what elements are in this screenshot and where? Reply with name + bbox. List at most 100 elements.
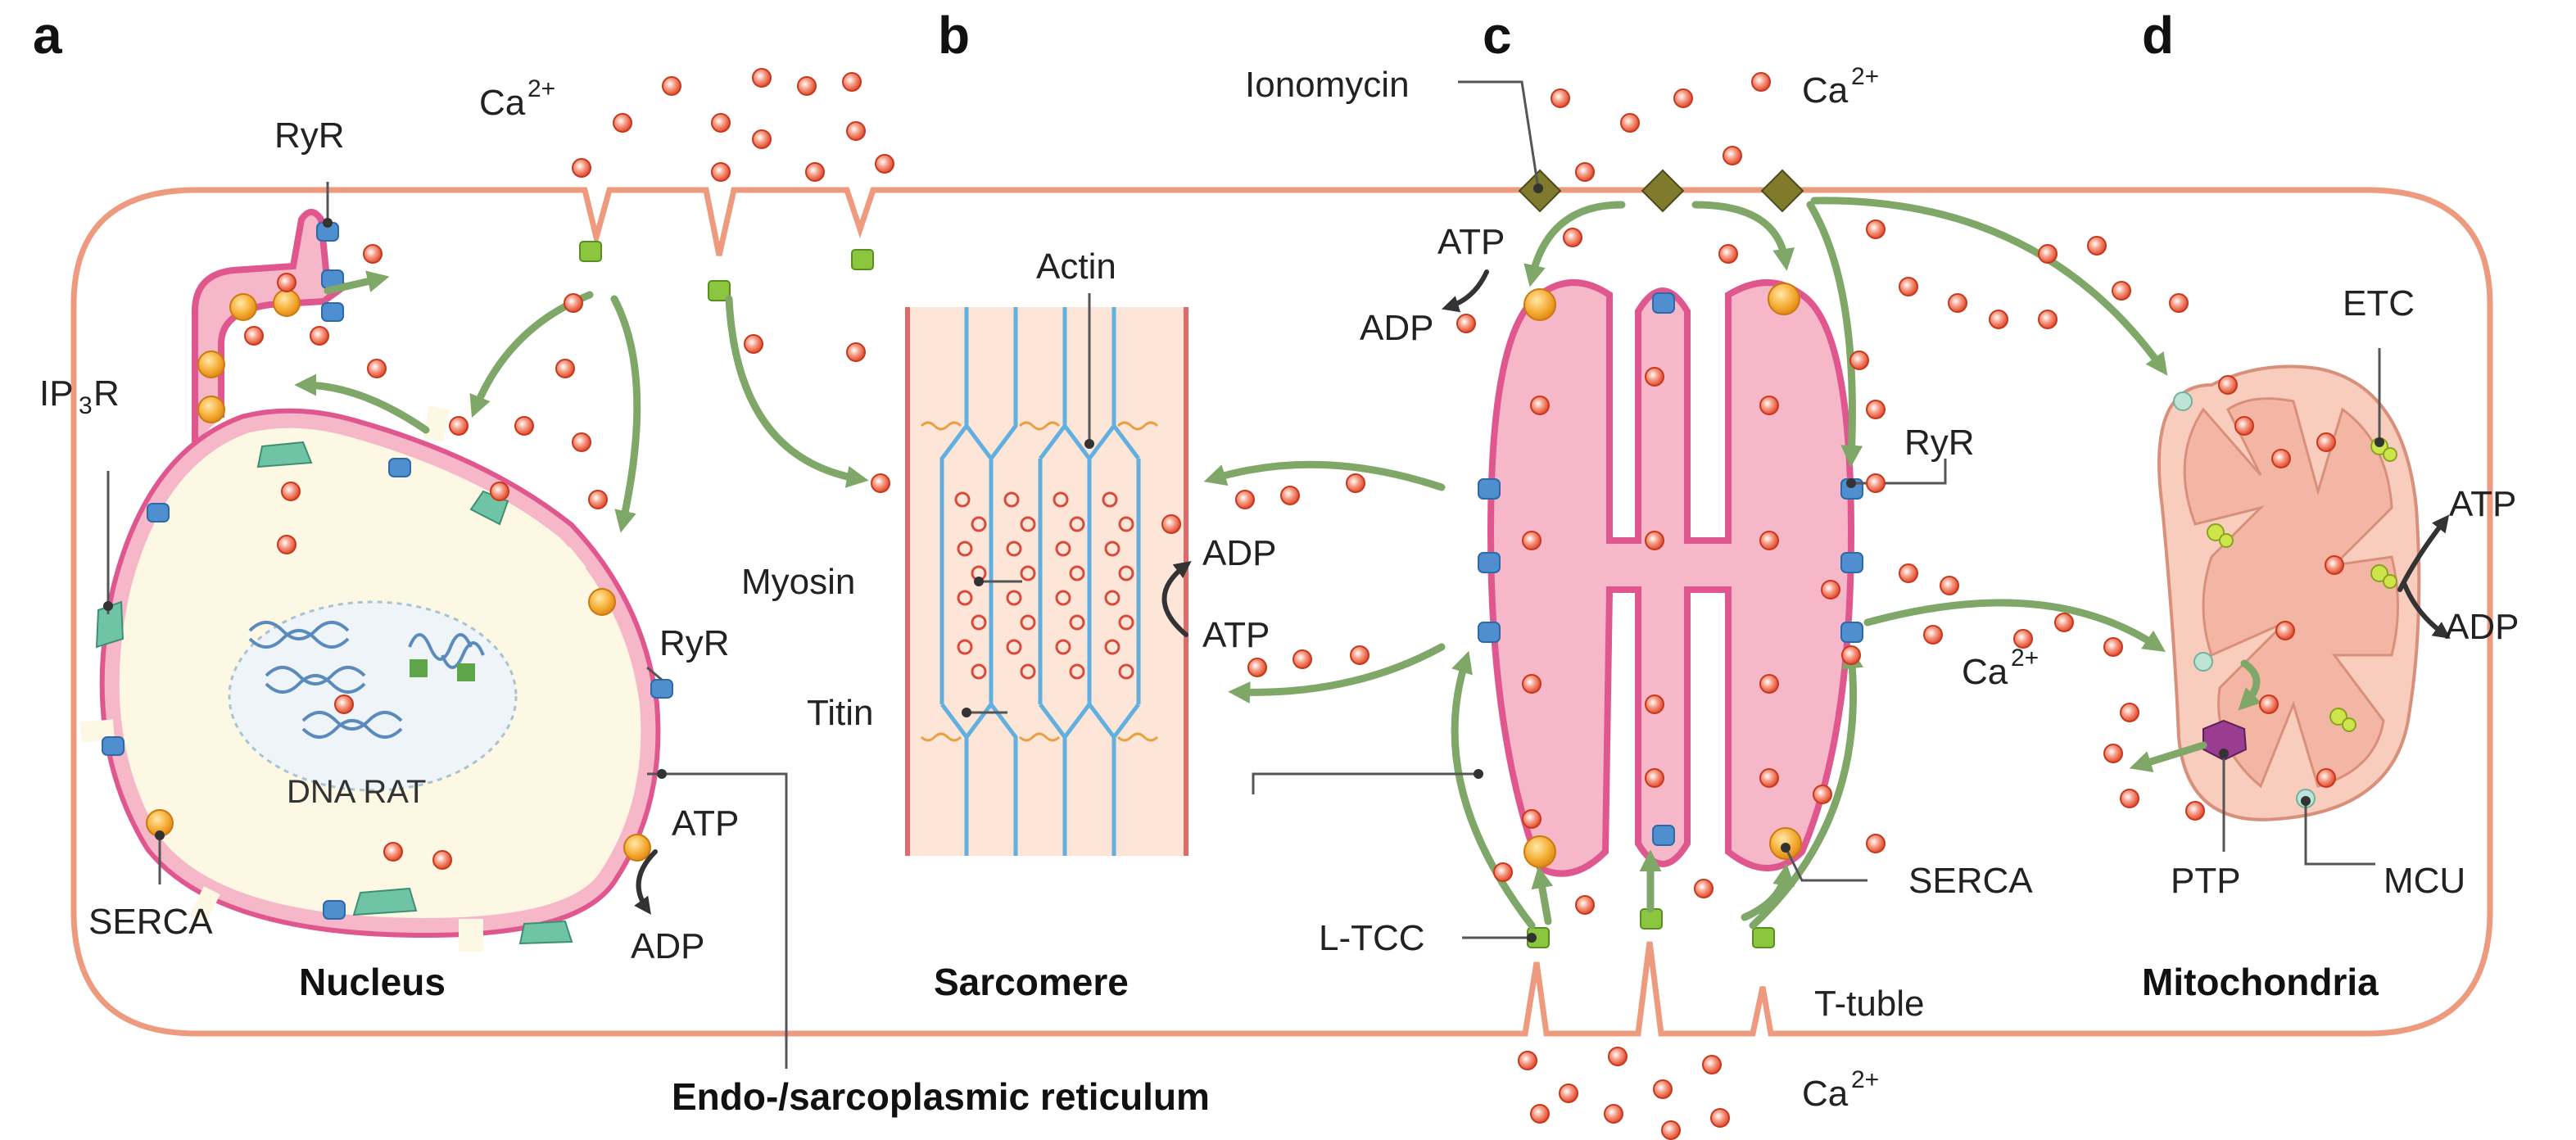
calcium-ion <box>744 334 763 354</box>
calcium-ion <box>1718 244 1738 264</box>
calcium-ion <box>1350 645 1369 665</box>
calcium-ion <box>2120 789 2139 808</box>
calcium-ion <box>2103 637 2123 657</box>
calcium-ion <box>2087 236 2107 256</box>
calcium-ion <box>1346 473 1365 493</box>
calcium-ion <box>1493 862 1513 882</box>
calcium-ion <box>875 154 894 174</box>
calcium-ion <box>1751 72 1771 92</box>
calcium-ion <box>1813 785 1832 804</box>
calcium-ion <box>1899 277 1918 296</box>
calcium-ion <box>1821 580 1840 599</box>
calcium-ion <box>2112 281 2131 301</box>
calcium-ion <box>449 416 469 436</box>
calcium-ion <box>752 68 772 88</box>
calcium-ion <box>277 535 297 554</box>
titin-label: Titin <box>807 693 874 733</box>
calcium-ion <box>1645 768 1664 788</box>
calcium-ion <box>310 326 329 346</box>
calcium-ion <box>613 113 632 133</box>
calcium-ion <box>1235 490 1255 509</box>
calcium-ion <box>2038 244 2058 264</box>
calcium-ion <box>1530 1104 1550 1124</box>
ryr-channels-c <box>1478 292 1863 846</box>
calcium-ion <box>1653 1079 1673 1099</box>
calcium-ion <box>281 482 301 501</box>
calcium-ion <box>277 273 297 292</box>
ca-charge-c-mid: 2+ <box>2011 645 2039 672</box>
calcium-ion <box>1849 351 1869 370</box>
t-tuble-label: T-tuble <box>1814 984 1925 1024</box>
serca-pumps-c <box>1523 283 1802 868</box>
leader-dots <box>103 183 2384 943</box>
calcium-ion <box>711 162 731 182</box>
calcium-ion <box>1280 486 1300 505</box>
myosin-label: Myosin <box>741 562 855 602</box>
calcium-ion <box>1759 674 1779 694</box>
dna-region <box>228 600 518 792</box>
ca-label-a: Ca <box>479 83 526 123</box>
transcription-factor-icon <box>457 663 475 681</box>
calcium-ion <box>555 359 575 378</box>
calcium-ion <box>1866 400 1886 419</box>
calcium-ion <box>1645 694 1664 714</box>
calcium-ion <box>1759 768 1779 788</box>
calcium-ion <box>588 490 608 509</box>
calcium-ion <box>1559 1083 1578 1103</box>
nuclear-pores <box>80 405 586 952</box>
calcium-ion <box>1923 625 1943 645</box>
ryr-label-a-right: RyR <box>659 623 730 663</box>
calcium-ion <box>1702 1055 1722 1074</box>
sarcoplasmic-reticulum <box>1487 279 1855 877</box>
calcium-ion <box>1522 674 1542 694</box>
calcium-ion <box>1293 649 1312 669</box>
calcium-flux-arrows <box>294 197 2262 930</box>
calcium-ion <box>1522 531 1542 550</box>
calcium-ion <box>1710 1108 1730 1128</box>
calcium-ion <box>2275 621 2295 640</box>
calcium-ion <box>1694 879 1714 898</box>
panel-letter-a: a <box>33 6 62 65</box>
cell-membrane <box>70 187 2493 1037</box>
ip3r-label: IP <box>39 373 74 414</box>
calcium-ion <box>1161 514 1181 534</box>
atp-label-a: ATP <box>672 803 739 844</box>
ryr-channels-a <box>102 222 673 920</box>
ip3r-channels <box>95 441 573 945</box>
calcium-ion <box>2054 613 2074 632</box>
calcium-ions <box>244 68 2344 1140</box>
dna-rat-label: DNA RAT <box>287 774 426 810</box>
calcium-ion <box>2325 555 2344 575</box>
calcium-ion <box>711 113 731 133</box>
calcium-ion <box>1899 563 1918 583</box>
myosin-heads <box>954 491 1134 680</box>
calcium-ion <box>1866 219 1886 239</box>
calcium-ion <box>1575 895 1595 915</box>
calcium-ion <box>383 842 403 862</box>
calcium-ion <box>752 129 772 149</box>
calcium-ion <box>1456 314 1476 333</box>
ionomycin-label: Ionomycin <box>1245 65 1410 105</box>
calcium-ion <box>1759 396 1779 415</box>
calcium-ion <box>1575 162 1595 182</box>
calcium-ion <box>1645 531 1664 550</box>
calcium-ion <box>1866 834 1886 853</box>
atp-label-c: ATP <box>1437 222 1505 262</box>
ptp-label: PTP <box>2171 861 2241 901</box>
calcium-ion <box>2271 449 2291 468</box>
panel-letter-d: d <box>2142 6 2174 65</box>
ca-label-bottom: Ca <box>1802 1074 1849 1114</box>
calcium-ion <box>846 121 866 141</box>
calcium-ion <box>1841 645 1861 665</box>
adp-label-b: ADP <box>1202 533 1276 573</box>
calcium-ion <box>2316 432 2336 452</box>
panel-letter-b: b <box>938 6 970 65</box>
er-outer-envelope <box>192 209 350 442</box>
ryr-label-a-top: RyR <box>274 115 345 156</box>
calcium-ion <box>334 694 354 714</box>
calcium-ion <box>805 162 825 182</box>
calcium-ion <box>1563 228 1582 247</box>
calcium-ion <box>2234 416 2254 436</box>
calcium-ion <box>490 482 509 501</box>
